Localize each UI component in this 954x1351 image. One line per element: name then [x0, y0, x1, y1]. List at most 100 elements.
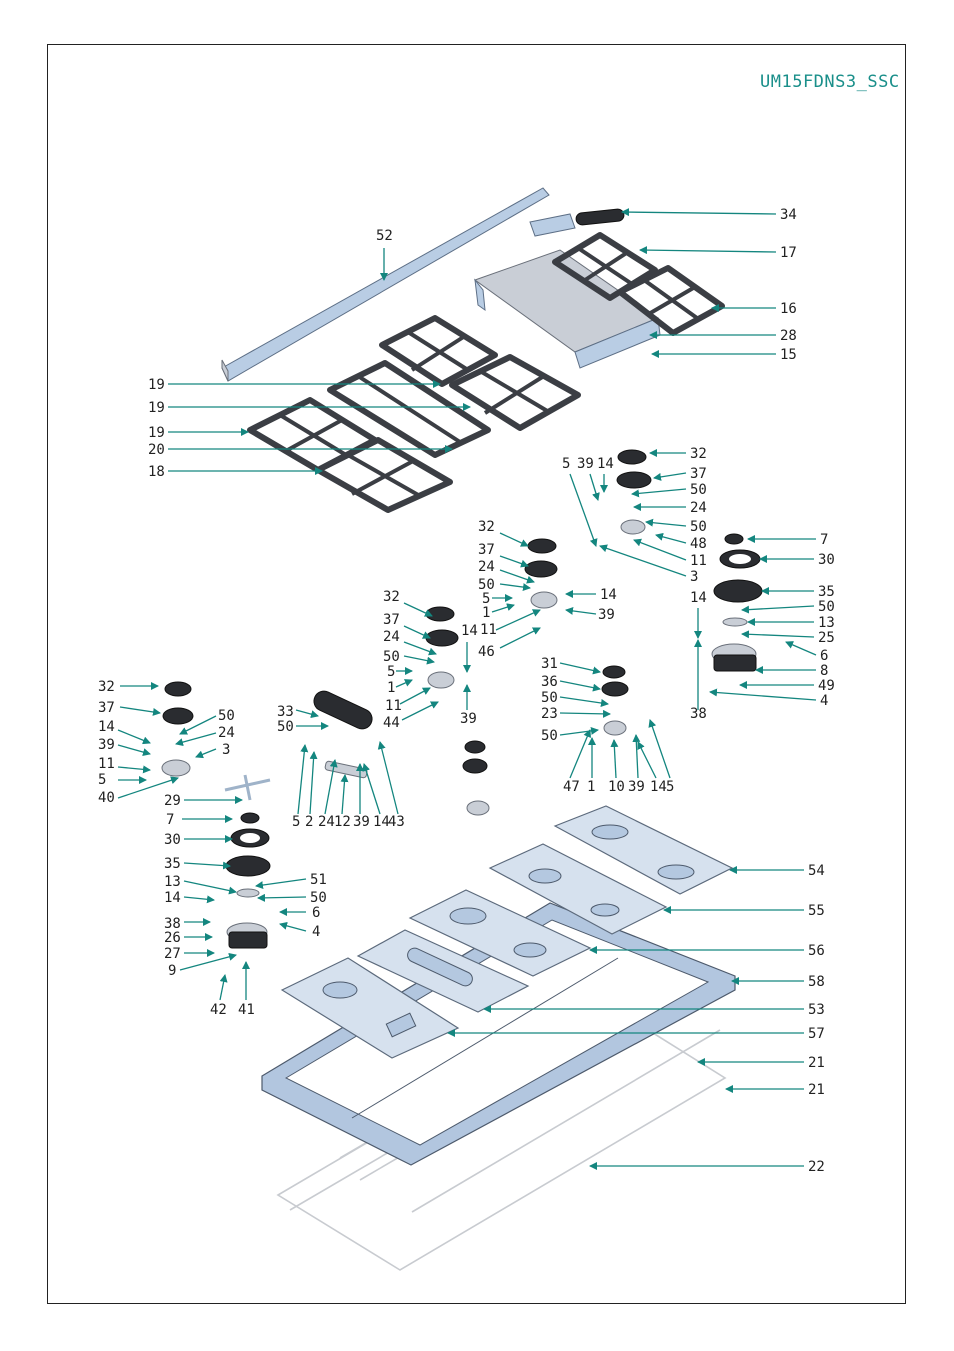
callout-label: 32	[383, 589, 400, 605]
wok-burner-left	[225, 812, 271, 949]
callout-label: 11	[480, 622, 497, 638]
callout-label: 35	[818, 584, 835, 600]
callout-57: 57	[447, 1026, 825, 1042]
leader-line	[117, 776, 179, 799]
callout-label: 31	[541, 656, 558, 672]
callout-label: 14	[461, 623, 478, 639]
callout-27: 27	[164, 946, 215, 962]
leader-line	[309, 751, 318, 815]
callout-label: 24	[383, 629, 400, 645]
callout-28: 28	[649, 328, 797, 344]
callout-label: 24	[478, 559, 495, 575]
callout-label: 58	[808, 974, 825, 990]
leader-line	[569, 729, 591, 779]
callout-14: 14	[362, 763, 390, 830]
callout-50: 50	[541, 726, 599, 744]
callout-label: 5	[666, 779, 674, 795]
callout-label: 21	[808, 1082, 825, 1098]
leader-line	[495, 609, 541, 631]
callout-label: 53	[808, 1002, 825, 1018]
callout-35: 35	[761, 584, 835, 600]
callout-50: 50	[179, 708, 235, 735]
callout-label: 8	[820, 663, 828, 679]
callout-36: 36	[541, 674, 601, 692]
callout-label: 49	[818, 678, 835, 694]
callout-32: 32	[478, 519, 529, 547]
leader-line	[645, 518, 687, 527]
callout-1: 1	[387, 679, 413, 696]
callout-33: 33	[277, 704, 319, 720]
callout-label: 11	[98, 756, 115, 772]
callout-label: 35	[164, 856, 181, 872]
callout-label: 3	[222, 742, 230, 758]
leader-line	[599, 544, 687, 577]
callout-label: 19	[148, 377, 165, 393]
callout-label: 10	[608, 779, 625, 795]
leader-line	[632, 734, 641, 779]
callout-1: 1	[482, 603, 515, 621]
grate-right-rear	[552, 232, 658, 301]
callout-38: 38	[690, 639, 707, 722]
leader-line	[653, 472, 687, 481]
callout-label: 6	[312, 905, 320, 921]
leader-line	[499, 627, 541, 649]
callout-label: 14	[597, 456, 614, 472]
callout-label: 14	[690, 590, 707, 606]
callout-label: 23	[541, 706, 558, 722]
callout-30: 30	[164, 832, 233, 848]
callout-label: 32	[478, 519, 495, 535]
callout-44: 44	[383, 701, 439, 731]
callout-11: 11	[480, 609, 541, 638]
callout-label: 47	[563, 779, 580, 795]
callout-label: 55	[808, 903, 825, 919]
callout-label: 39	[460, 711, 477, 727]
leader-line	[741, 605, 815, 614]
callout-39: 39	[565, 606, 615, 623]
callout-label: 39	[598, 607, 615, 623]
callout-label: 14	[373, 814, 390, 830]
leader-line	[741, 630, 815, 639]
callout-39: 39	[353, 763, 370, 830]
leader-line	[589, 473, 600, 501]
model-code: UM15FDNS3_SSC	[760, 72, 900, 92]
callout-11: 11	[98, 756, 151, 774]
rear-trim-bar	[221, 187, 550, 382]
callout-label: 39	[98, 737, 115, 753]
callout-19: 19	[148, 400, 471, 416]
callout-label: 4	[820, 693, 828, 709]
callout-label: 37	[478, 542, 495, 558]
leader-line	[491, 603, 515, 613]
callout-label: 16	[780, 301, 797, 317]
callout-37: 37	[478, 542, 529, 568]
callout-label: 14	[650, 779, 667, 795]
leader-line	[183, 880, 237, 895]
leader-line	[655, 532, 687, 544]
callout-label: 28	[780, 328, 797, 344]
callout-5: 5	[648, 719, 674, 795]
drip-tray-54	[553, 805, 734, 895]
callout-21: 21	[725, 1082, 825, 1098]
callout-label: 38	[690, 706, 707, 722]
callout-56: 56	[589, 943, 825, 959]
leader-line	[633, 538, 687, 561]
callout-39: 39	[628, 734, 645, 795]
callout-30: 30	[759, 552, 835, 568]
leader-line	[179, 715, 217, 735]
callout-label: 17	[780, 245, 797, 261]
callout-5: 5	[387, 664, 413, 680]
callout-label: 5	[387, 664, 395, 680]
callout-14: 14	[565, 587, 617, 603]
leader-line	[565, 606, 597, 615]
callout-11: 11	[385, 687, 431, 714]
callout-label: 50	[541, 728, 558, 744]
griddle-plate	[473, 249, 661, 369]
wok-support-29	[224, 774, 271, 801]
callout-label: 50	[541, 690, 558, 706]
callout-24: 24	[175, 725, 235, 747]
leader-line	[559, 696, 609, 707]
callout-label: 50	[690, 482, 707, 498]
callout-6: 6	[785, 641, 828, 664]
callout-11: 11	[633, 538, 707, 569]
drip-tray-53	[356, 929, 530, 1013]
